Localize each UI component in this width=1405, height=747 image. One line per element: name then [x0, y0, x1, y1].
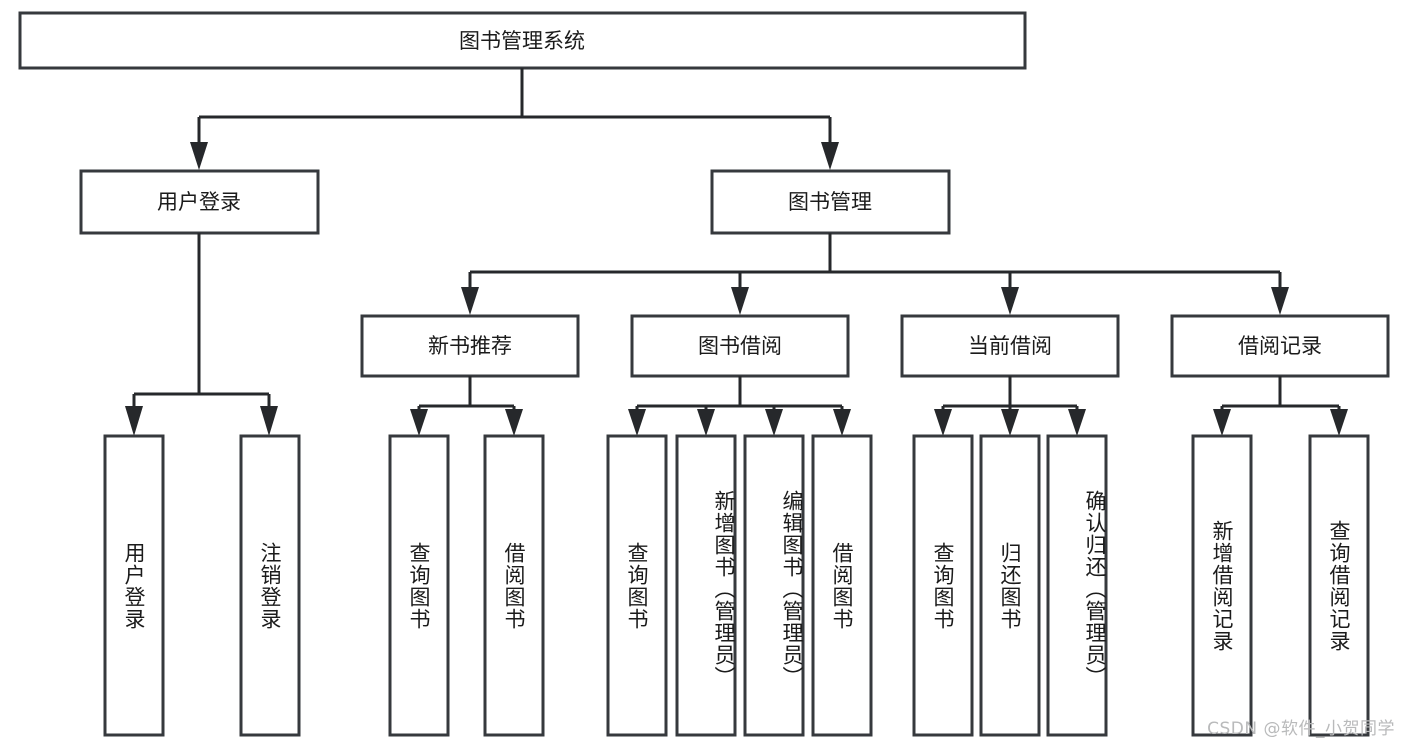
arrowhead-user-login [190, 142, 208, 170]
arrowhead-nbr-2 [505, 409, 523, 436]
arrowhead-br-1 [1213, 409, 1231, 436]
arrowhead-l3-3 [1001, 287, 1019, 315]
leaf-box-br-2[interactable] [1308, 434, 1370, 737]
arrowhead-l3-2 [731, 287, 749, 315]
node-root[interactable]: 图书管理系统 [18, 11, 1027, 70]
arrowhead-l3-4 [1271, 287, 1289, 315]
node-current-borrow[interactable]: 当前借阅 [900, 314, 1120, 378]
arrowhead-cb-1 [934, 409, 952, 436]
node-borrow-records-label: 借阅记录 [1238, 334, 1322, 358]
node-current-borrow-box[interactable] [900, 314, 1120, 378]
leaf-box-cb-1[interactable] [912, 434, 974, 737]
arrowhead-br-2 [1330, 409, 1348, 436]
node-current-borrow-label: 当前借阅 [968, 334, 1052, 358]
node-book-manage[interactable]: 图书管理 [710, 169, 951, 235]
arrowhead-cb-3 [1068, 409, 1086, 436]
leaf-box-nbr-2[interactable] [483, 434, 545, 737]
node-root-label: 图书管理系统 [459, 29, 585, 53]
leaf-box-bb-2[interactable] [675, 434, 737, 737]
node-borrow-records-box[interactable] [1170, 314, 1390, 378]
arrowhead-ul-leaf-2 [260, 406, 278, 436]
arrowhead-bb-4 [833, 409, 851, 436]
leaf-box-bb-1[interactable] [606, 434, 668, 737]
node-borrow-records[interactable]: 借阅记录 [1170, 314, 1390, 378]
node-new-book-recommend[interactable]: 新书推荐 [360, 314, 580, 378]
arrowhead-nbr-1 [410, 409, 428, 436]
arrowhead-book-manage [821, 142, 839, 170]
leaf-box-bb-3[interactable] [743, 434, 805, 737]
node-book-borrow-box[interactable] [630, 314, 850, 378]
arrowhead-bb-1 [628, 409, 646, 436]
node-user-login[interactable]: 用户登录 [79, 169, 320, 235]
leaf-box-cb-3[interactable] [1046, 434, 1108, 737]
arrowhead-l3-1 [461, 287, 479, 315]
leaf-box-nbr-1[interactable] [388, 434, 450, 737]
arrowhead-cb-2 [1001, 409, 1019, 436]
arrowhead-bb-2 [697, 409, 715, 436]
leaf-box-user-login-2[interactable] [239, 434, 301, 737]
node-book-manage-label: 图书管理 [788, 190, 872, 214]
leaf-box-cb-2[interactable] [979, 434, 1041, 737]
node-new-book-recommend-box[interactable] [360, 314, 580, 378]
leaf-box-user-login-1[interactable] [103, 434, 165, 737]
leaf-box-br-1[interactable] [1191, 434, 1253, 737]
node-book-borrow-label: 图书借阅 [698, 334, 782, 358]
csdn-watermark: CSDN @软件_小贺同学 [1207, 719, 1395, 739]
node-new-book-recommend-label: 新书推荐 [428, 334, 512, 358]
arrowhead-bb-3 [765, 409, 783, 436]
leaf-box-bb-4[interactable] [811, 434, 873, 737]
node-user-login-label: 用户登录 [157, 190, 241, 214]
node-book-manage-box[interactable] [710, 169, 951, 235]
arrowhead-ul-leaf-1 [125, 406, 143, 436]
node-root-box[interactable] [18, 11, 1027, 70]
node-book-borrow[interactable]: 图书借阅 [630, 314, 850, 378]
